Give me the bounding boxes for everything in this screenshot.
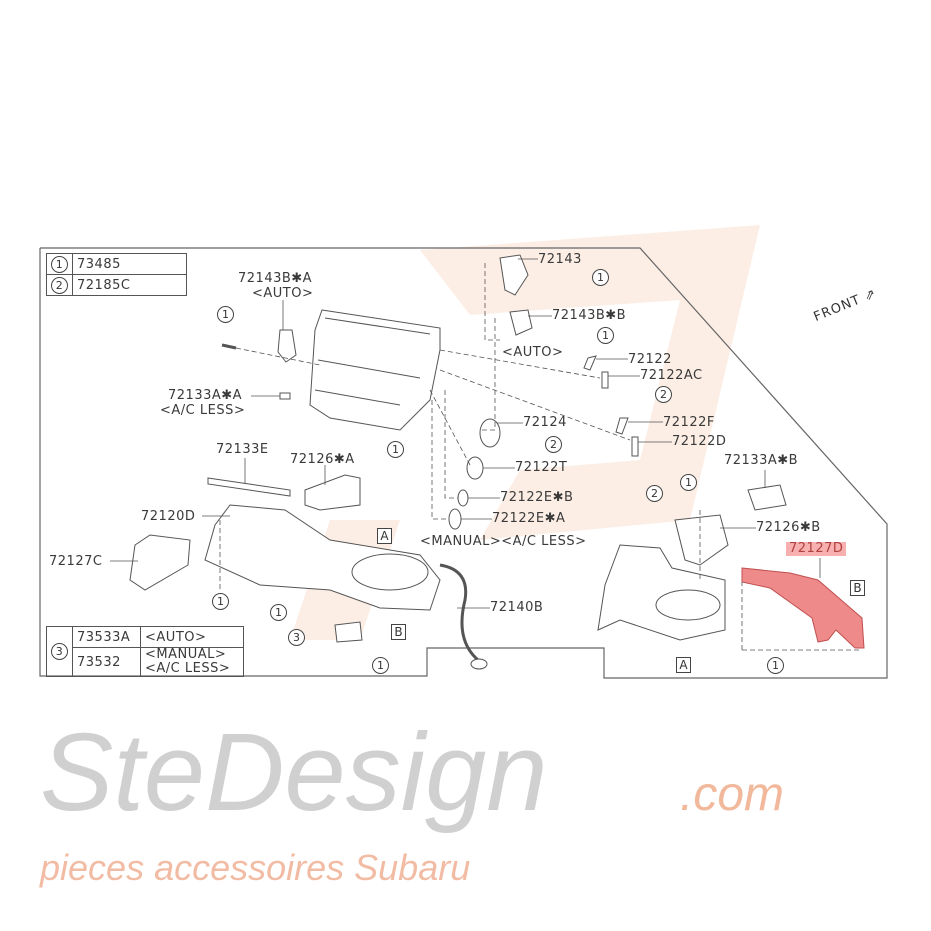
- ref-circle: 2: [51, 276, 68, 294]
- legend-part-number: 73533A: [71, 626, 142, 648]
- legend-part-number: 73485: [72, 253, 187, 275]
- ref-box-A: A: [377, 528, 392, 544]
- part-label-72140B: 72140B: [490, 600, 544, 615]
- part-label-72122E-A: 72122E✱A: [492, 511, 566, 526]
- actuator-72143B-B: [509, 309, 533, 336]
- part-label-72127C: 72127C: [49, 554, 103, 569]
- ref-box-B: B: [391, 624, 406, 640]
- ref-circle-1: 1: [597, 327, 614, 344]
- part-label-72133A-A: 72133A✱A: [168, 388, 243, 403]
- part-label-72122F: 72122F: [663, 415, 715, 430]
- ref-circle-1: 1: [592, 269, 609, 286]
- part-label-72126-B: 72126✱B: [756, 520, 821, 535]
- part-label-72124: 72124: [523, 415, 567, 430]
- part-label-72122: 72122: [628, 352, 672, 367]
- seal-strip-72133E: [207, 477, 291, 497]
- ref-circle-2: 2: [545, 436, 562, 453]
- ref-circle-1: 1: [270, 604, 287, 621]
- seal-72133A-B: [747, 484, 787, 511]
- legend-part-number: 73532: [71, 647, 142, 677]
- part-label-72122D: 72122D: [672, 434, 727, 449]
- ref-circle-2: 2: [655, 386, 672, 403]
- part-label-72126-A: 72126✱A: [290, 452, 355, 467]
- part-label-72122AC: 72122AC: [640, 368, 703, 383]
- part-label-72122T: 72122T: [515, 460, 568, 475]
- part-label-72133E: 72133E: [216, 442, 269, 457]
- duct-72126-B: [674, 514, 729, 566]
- duct-72127C: [129, 534, 191, 591]
- ref-circle: 1: [51, 255, 68, 273]
- link-72122D: [631, 436, 639, 457]
- part-label-72127D-highlighted[interactable]: 72127D: [786, 542, 847, 556]
- link-72122AC: [601, 371, 609, 389]
- gear-72122E-B: [457, 489, 469, 507]
- duct-72127D-highlighted: [741, 567, 865, 649]
- ref-circle-1: 1: [217, 306, 234, 323]
- part-label-72143B-B: 72143B✱B: [552, 308, 627, 323]
- ref-circle-1: 1: [372, 657, 389, 674]
- ref-box-A: A: [676, 657, 691, 673]
- part-note-auto: <AUTO>: [252, 286, 314, 301]
- ref-box-B: B: [850, 580, 865, 596]
- drain-hose-72140B: [439, 563, 480, 662]
- grommet-3: [334, 621, 363, 643]
- part-note-ac-less: <A/C LESS>: [160, 403, 246, 418]
- part-label-72122E-B: 72122E✱B: [500, 490, 574, 505]
- watermark-domain: .com: [680, 768, 784, 821]
- link-72122F: [615, 417, 629, 435]
- leader-lines: [110, 258, 860, 651]
- legend-part-number: 72185C: [72, 274, 187, 296]
- ref-circle-1: 1: [767, 657, 784, 674]
- duct-72126-A: [304, 474, 361, 511]
- parts: [129, 254, 787, 670]
- part-label-72143: 72143: [538, 252, 582, 267]
- actuator-72143B-A: [277, 329, 297, 363]
- ref-circle-2: 2: [646, 485, 663, 502]
- part-label-72143B-A: 72143B✱A: [238, 271, 313, 286]
- legend-note: <A/C LESS>: [145, 661, 231, 676]
- screw: [221, 343, 237, 350]
- seal-72133A-A: [279, 392, 291, 400]
- part-note-manual-ac-less: <MANUAL><A/C LESS>: [420, 534, 587, 549]
- ref-circle-3: 3: [288, 629, 305, 646]
- ref-circle: 3: [51, 643, 68, 660]
- ref-circle-1: 1: [387, 441, 404, 458]
- watermark-tagline: pieces accessoires Subaru: [39, 847, 470, 888]
- legend-note: <MANUAL>: [145, 647, 227, 662]
- watermark-brand: SteDesign: [40, 711, 548, 834]
- ref-circle-1: 1: [212, 593, 229, 610]
- grommet-legend-table: 3 73533A <AUTO> 73532 <MANUAL><A/C LESS>: [46, 626, 244, 677]
- gear-72122T: [466, 456, 484, 480]
- ref-circle-1: 1: [680, 474, 697, 491]
- part-note-auto: <AUTO>: [502, 345, 564, 360]
- part-label-72133A-B: 72133A✱B: [724, 453, 799, 468]
- part-label-72120D: 72120D: [141, 509, 196, 524]
- gear-72122E-A: [448, 508, 462, 530]
- link-72122: [583, 355, 597, 371]
- legend-note: <AUTO>: [140, 626, 244, 648]
- actuator-72143: [499, 254, 529, 296]
